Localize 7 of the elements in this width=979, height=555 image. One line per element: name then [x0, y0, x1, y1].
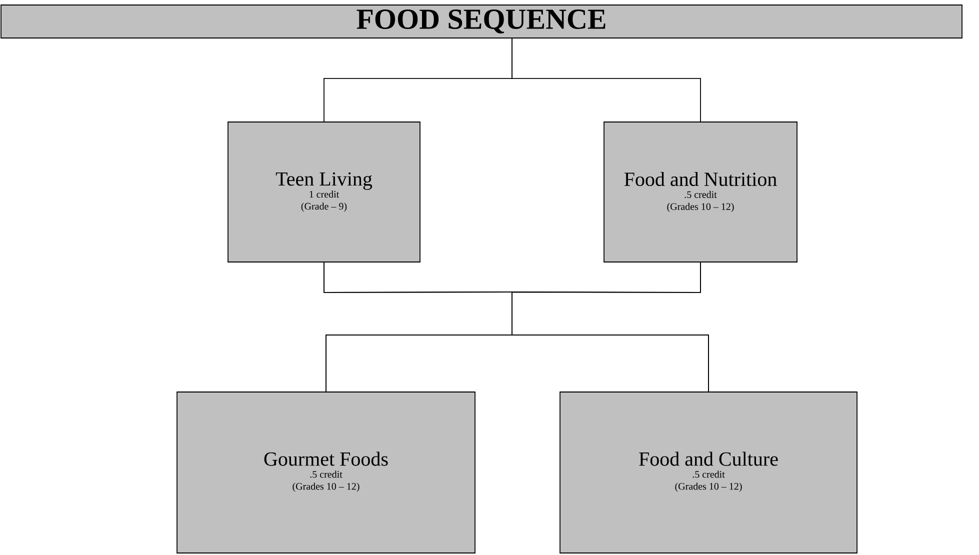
course-box: Gourmet Foods .5 credit (Grades 10 – 12): [176, 392, 476, 554]
course-box: Teen Living 1 credit (Grade – 9): [228, 122, 420, 262]
connector-line: [512, 38, 701, 122]
connector-line: [512, 262, 709, 392]
course-box: Food and Culture .5 credit (Grades 10 – 12): [560, 392, 858, 554]
course-box: Food and Nutrition .5 credit (Grades 10 – 12): [604, 122, 798, 262]
title-bar: FOOD SEQUENCE: [0, 4, 962, 38]
